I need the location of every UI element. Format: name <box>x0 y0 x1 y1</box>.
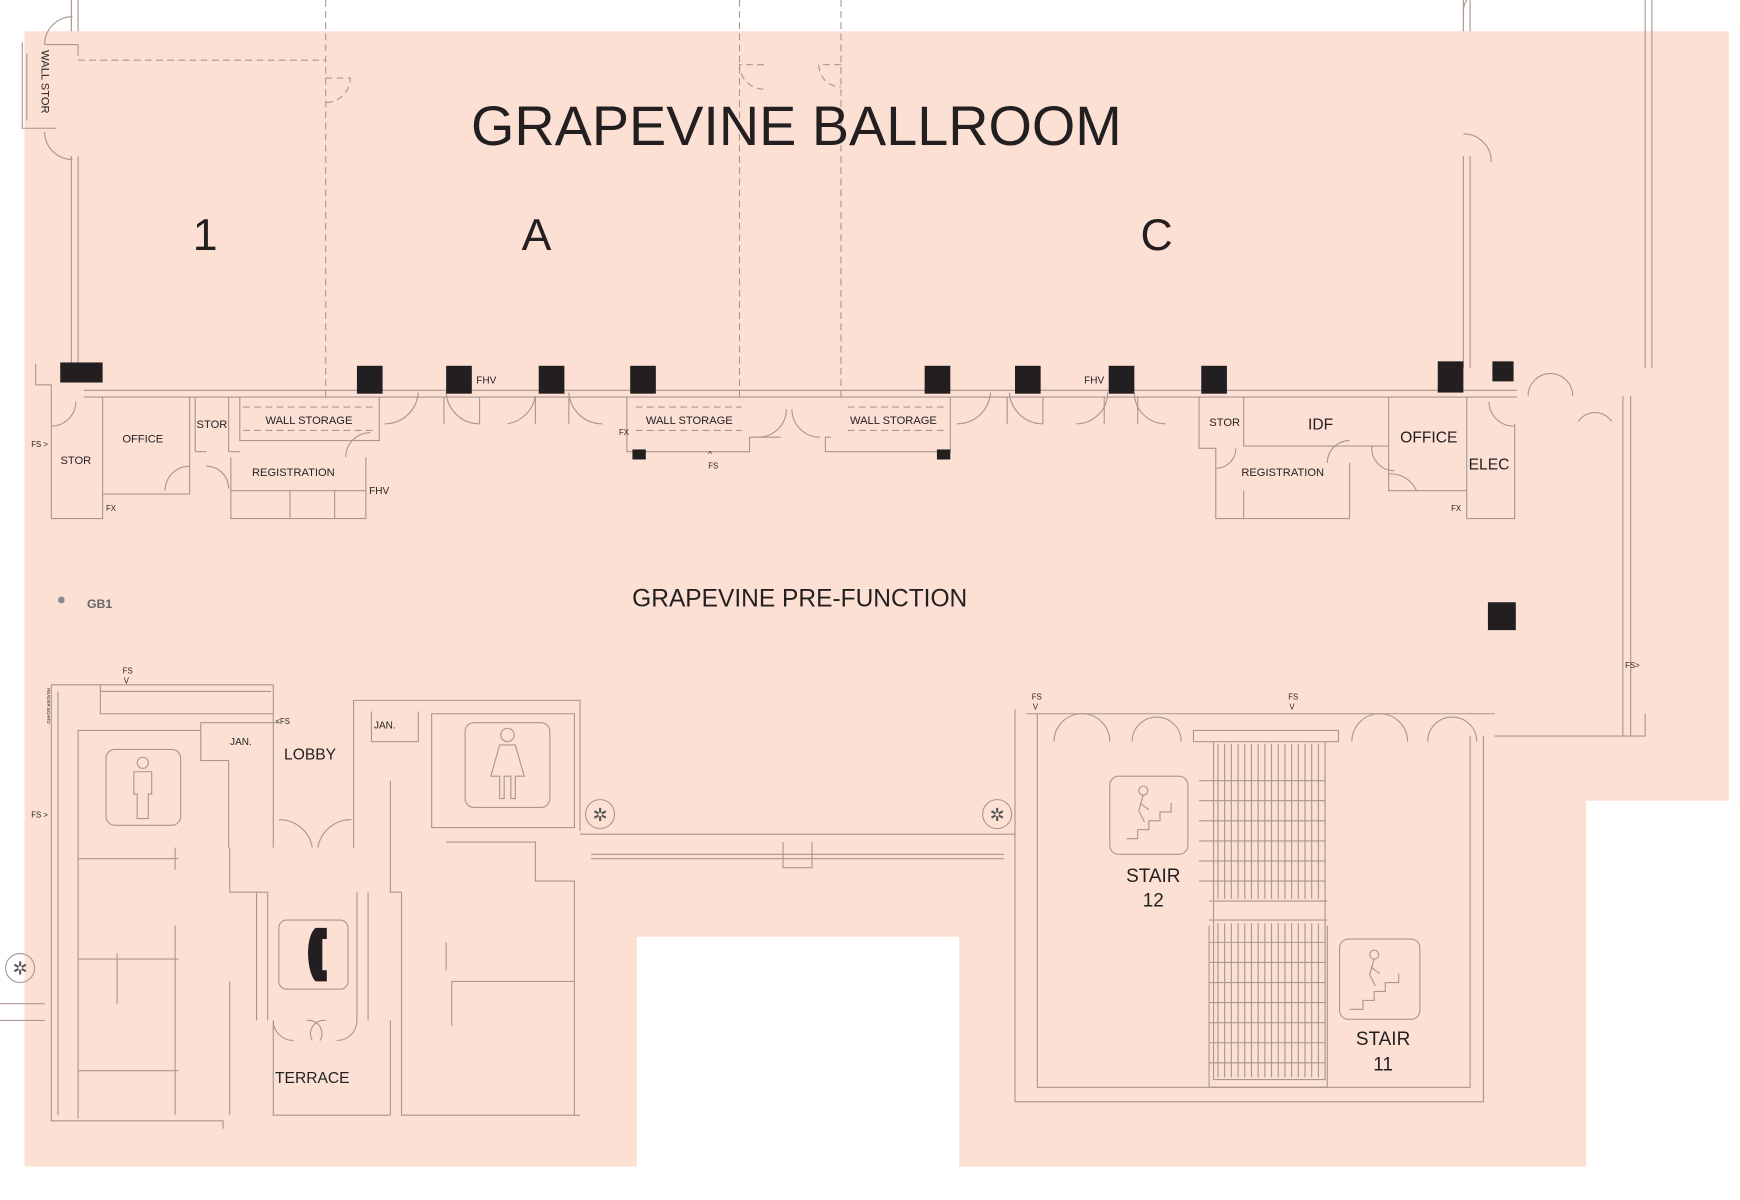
glass-wall <box>580 833 1015 869</box>
marker-label: GB1 <box>87 597 112 611</box>
svg-text:FS>: FS> <box>1625 661 1640 670</box>
column <box>1108 365 1135 394</box>
svg-text:FHV: FHV <box>476 376 496 387</box>
stair-12: STAIR 12 <box>1109 775 1189 912</box>
svg-text:FX: FX <box>1451 504 1462 513</box>
middle-storage-rooms <box>626 397 951 453</box>
stair-sign-icon <box>1339 938 1421 1020</box>
corridor-doors <box>384 373 1632 737</box>
column <box>1201 365 1227 394</box>
restroom-block <box>0 684 581 1129</box>
stair-tread-lines <box>1199 743 1326 1078</box>
svg-text:FS: FS <box>1032 692 1042 701</box>
column <box>446 365 472 394</box>
left-service-rooms <box>35 363 380 520</box>
stor-label: STOR <box>197 419 228 431</box>
wall-stor-label: WALL STOR <box>38 50 50 113</box>
marker-dot <box>58 596 65 604</box>
column <box>632 449 646 460</box>
svg-text:FHV: FHV <box>369 486 389 497</box>
stair-treads <box>1199 743 1326 1078</box>
column <box>936 449 951 460</box>
prefunction-label: GRAPEVINE PRE-FUNCTION <box>632 586 967 613</box>
registration-label: REGISTRATION <box>252 467 335 479</box>
svg-text:FS: FS <box>1288 692 1298 701</box>
idf-label: IDF <box>1308 416 1333 433</box>
column <box>356 365 383 394</box>
jan-label: JAN. <box>374 720 396 731</box>
svg-text:FS >: FS > <box>31 440 48 449</box>
stair-number: 12 <box>1143 891 1164 912</box>
columns <box>60 361 1516 631</box>
stair-11: STAIR 11 <box>1339 938 1421 1076</box>
terrace-label: TERRACE <box>275 1070 350 1087</box>
svg-text:✲: ✲ <box>990 805 1005 825</box>
svg-text:✲: ✲ <box>13 959 28 979</box>
lobby-label: LOBBY <box>284 746 337 763</box>
stor-label: STOR <box>1209 417 1240 429</box>
svg-text:FS: FS <box>708 461 718 470</box>
jan-label: JAN. <box>230 737 252 748</box>
right-service-rooms <box>1198 397 1516 520</box>
registration-label: REGISTRATION <box>1241 467 1324 479</box>
svg-text:✲: ✲ <box>593 805 608 825</box>
sprinkler-icons: ✲ ✲ ✲ <box>5 799 1013 984</box>
womens-restroom-icon <box>464 722 551 808</box>
stair-sign-icon <box>1109 775 1189 855</box>
ballroom-title: GRAPEVINE BALLROOM <box>471 95 1122 157</box>
column <box>1487 602 1516 631</box>
reader-board-label: READER BOARD <box>46 688 51 724</box>
wall-storage-label: WALL STORAGE <box>850 415 937 427</box>
office-label: OFFICE <box>122 434 163 446</box>
stair-number: 11 <box>1373 1055 1393 1076</box>
phone-icon <box>278 919 349 990</box>
floor-area <box>24 31 1729 1167</box>
wall-storage-label: WALL STORAGE <box>646 415 733 427</box>
svg-text:V: V <box>1033 702 1039 711</box>
column <box>630 365 656 394</box>
elec-label: ELEC <box>1469 457 1510 474</box>
column <box>1015 365 1041 394</box>
wall-storage-label: WALL STORAGE <box>266 415 353 427</box>
section-a-label: A <box>522 211 552 260</box>
svg-text:FX: FX <box>106 504 117 513</box>
column <box>1437 361 1464 393</box>
stair-block <box>1014 709 1646 1103</box>
svg-text:FHV: FHV <box>1084 376 1104 387</box>
column <box>538 365 565 394</box>
annotations: FHV FHV FHV FS > FS > FX FX FX FS> <FS ^… <box>31 376 1640 820</box>
stor-label: STOR <box>60 455 91 467</box>
svg-text:V: V <box>124 677 130 686</box>
column <box>924 365 951 394</box>
section-c-label: C <box>1141 211 1173 260</box>
mens-restroom-icon <box>105 748 182 826</box>
column <box>60 362 103 383</box>
svg-text:FS: FS <box>123 667 133 676</box>
svg-text:<FS: <FS <box>276 717 291 726</box>
column <box>1492 361 1514 382</box>
svg-text:V: V <box>1289 702 1295 711</box>
stair-label: STAIR <box>1126 866 1180 887</box>
ballroom-walls <box>21 0 1653 402</box>
stair-label: STAIR <box>1356 1029 1410 1050</box>
section-1-label: 1 <box>193 211 218 260</box>
svg-text:FX: FX <box>619 428 630 437</box>
svg-text:FS >: FS > <box>31 810 48 819</box>
svg-text:^: ^ <box>708 450 712 459</box>
office-label: OFFICE <box>1400 430 1457 447</box>
